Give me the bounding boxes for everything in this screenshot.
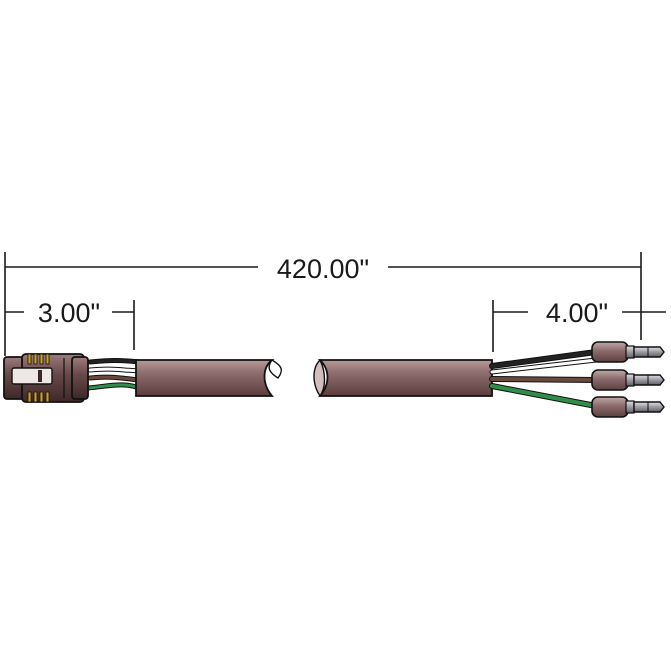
overall-length-label: 420.00" <box>277 254 369 284</box>
cable-jacket-right <box>313 358 493 398</box>
connector-pins <box>27 353 50 403</box>
connector-dimension <box>5 300 135 350</box>
terminal-middle <box>591 369 665 391</box>
terminal-top <box>591 341 665 363</box>
terminal-bottom <box>591 396 665 418</box>
ring-terminals <box>591 341 665 418</box>
connector-length-label: 3.00" <box>38 298 100 328</box>
terminal-dimension <box>492 300 666 352</box>
overall-dimension <box>4 252 642 356</box>
connector-wire-leads <box>85 358 143 391</box>
connector-icon <box>3 353 89 403</box>
cable-jacket-left <box>135 359 283 397</box>
terminal-wire-leads <box>489 349 599 409</box>
terminal-length-label: 4.00" <box>546 298 608 328</box>
